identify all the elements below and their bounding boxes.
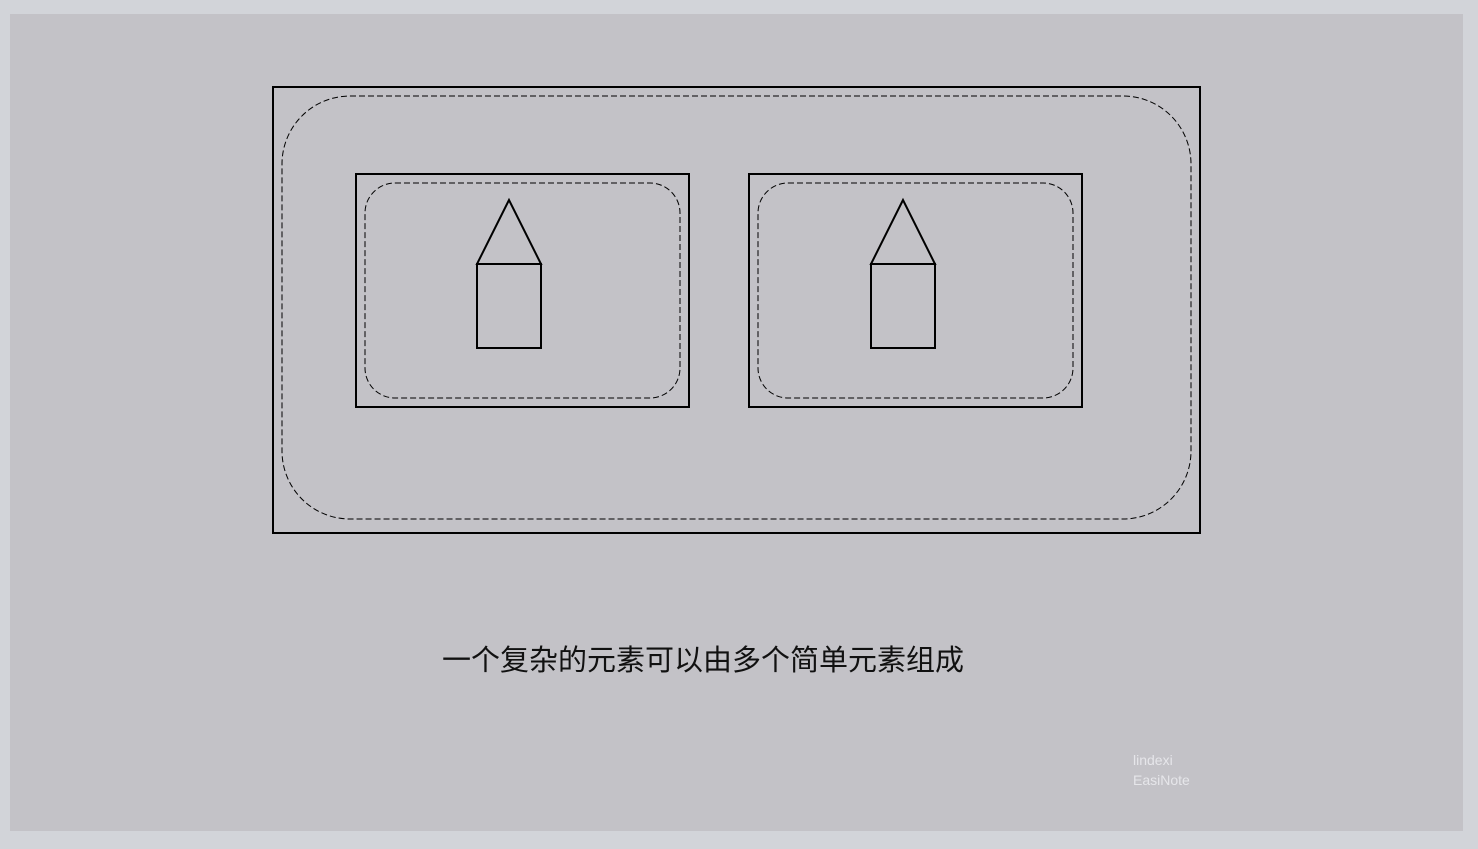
simple-element-left-frame [355, 173, 690, 408]
simple-element-right-frame [748, 173, 1083, 408]
watermark-author: lindexi [1133, 752, 1173, 768]
outer-element-dashed-boundary [281, 95, 1192, 520]
slide-canvas: 一个复杂的元素可以由多个简单元素组成 lindexi EasiNote [10, 14, 1463, 831]
simple-element-left-dashed-boundary [364, 182, 681, 399]
simple-element-right [748, 173, 1083, 408]
composition-diagram [272, 86, 1201, 534]
simple-element-right-dashed-boundary [757, 182, 1074, 399]
watermark-app: EasiNote [1133, 772, 1190, 788]
house-body-rectangle-right [870, 263, 936, 349]
outer-element-frame [272, 86, 1201, 534]
watermark: lindexi EasiNote [1133, 750, 1190, 790]
slide-caption: 一个复杂的元素可以由多个简单元素组成 [442, 643, 965, 677]
simple-element-left [355, 173, 690, 408]
house-roof-triangle-right [869, 197, 937, 265]
house-roof-triangle-left [475, 197, 543, 265]
house-body-rectangle-left [476, 263, 542, 349]
